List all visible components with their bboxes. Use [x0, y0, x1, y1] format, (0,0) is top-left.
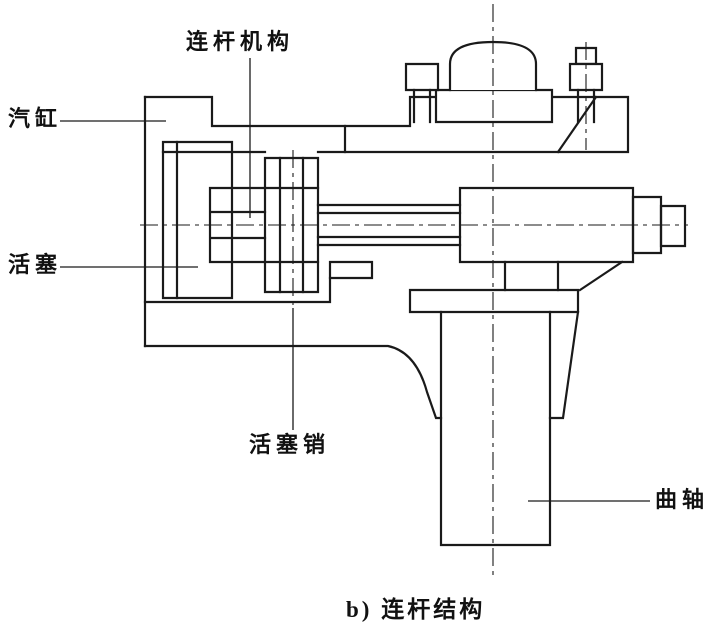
head-band-outline	[343, 95, 630, 154]
bearing-cap-and-bolts-outline	[404, 40, 604, 124]
connecting-rod-outline	[316, 186, 687, 292]
leader-lines	[60, 58, 650, 502]
centerlines	[140, 4, 688, 578]
piston-outline	[161, 140, 234, 300]
label-cylinder: 汽缸	[8, 106, 63, 131]
label-linkage-mechanism: 连杆机构	[186, 29, 295, 54]
crankshaft-outline	[408, 288, 580, 547]
label-piston-pin: 活塞销	[249, 432, 331, 457]
piston-pin-and-small-end-outline	[208, 156, 320, 294]
figure-caption: b) 连杆结构	[346, 597, 486, 622]
label-piston: 活塞	[8, 252, 63, 277]
label-crankshaft: 曲轴	[655, 487, 710, 512]
cylinder-block-outline	[143, 95, 443, 420]
